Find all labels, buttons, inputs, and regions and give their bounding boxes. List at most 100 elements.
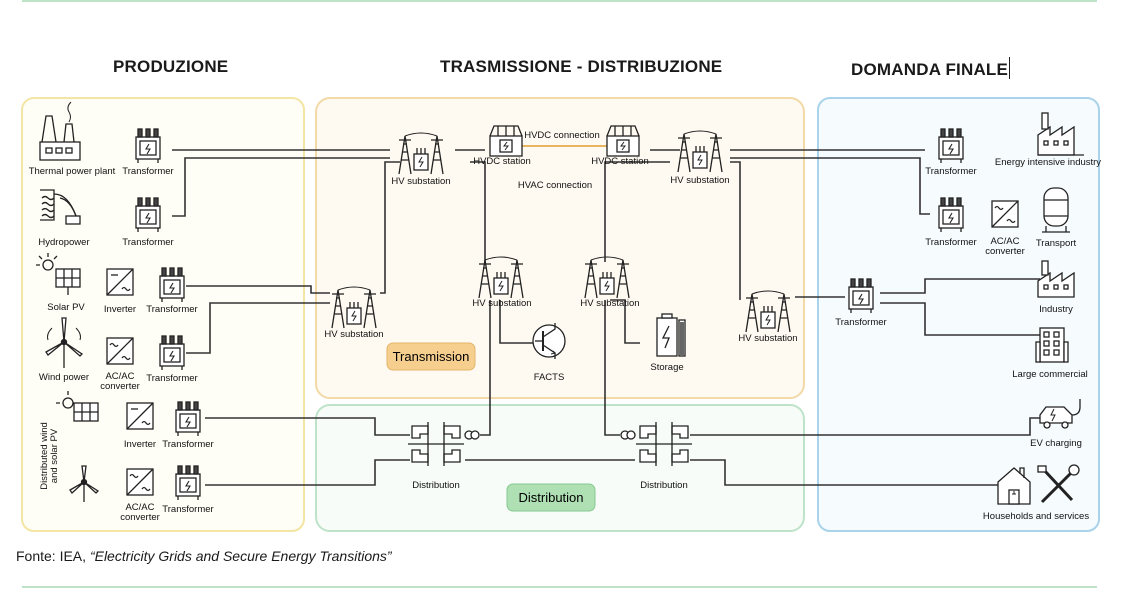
acac-converter-icon [991, 200, 1019, 228]
hv-substation-icon [584, 256, 630, 299]
line-wind-hv [186, 302, 330, 354]
header-demand-text: DOMANDA FINALE [851, 60, 1009, 79]
label-transformer-6: Transformer [162, 504, 213, 515]
label-hv-sub-5: HV substation [324, 329, 383, 340]
line-hvsub-dist-left [480, 300, 491, 436]
label-wind: Wind power [39, 372, 89, 383]
coil-icon [620, 430, 636, 440]
transformer-icon [848, 278, 874, 313]
label-acac-1a: AC/AC [105, 371, 134, 382]
label-distributed-b: and solar PV [49, 428, 60, 483]
line-hv-transport [730, 157, 930, 215]
label-transport: Transport [1036, 238, 1077, 249]
label-storage: Storage [650, 362, 683, 373]
hydropower-icon [40, 189, 81, 225]
text-cursor [1009, 57, 1011, 79]
label-households: Households and services [983, 511, 1089, 522]
label-transformer-8: Transformer [925, 237, 976, 248]
label-hydro: Hydropower [38, 237, 89, 248]
bottom-rule [22, 586, 1097, 588]
inverter-icon [126, 402, 154, 430]
inverter-icon [106, 268, 134, 296]
transformer-icon [159, 335, 185, 370]
label-inverter-1: Inverter [104, 304, 136, 315]
label-transformer-7: Transformer [925, 166, 976, 177]
line-dist-households [690, 459, 1000, 486]
transformer-icon [175, 465, 201, 500]
transformer-icon [938, 197, 964, 232]
label-hv-sub-1: HV substation [391, 176, 450, 187]
line-commercial [880, 302, 1040, 336]
distribution-icon [408, 422, 464, 466]
line-solar-hv [186, 285, 330, 294]
label-solar: Solar PV [47, 302, 85, 313]
hvdc-station-icon [489, 125, 523, 157]
transformer-icon [159, 267, 185, 302]
ev-charging-icon [1039, 399, 1081, 429]
label-distributed-a: Distributed wind [39, 422, 50, 490]
zone-demand [817, 97, 1100, 532]
label-hvdc-station-1: HVDC station [473, 156, 531, 167]
line-industry [880, 278, 1040, 294]
label-ev-charging: EV charging [1030, 438, 1082, 449]
label-transformer-1: Transformer [122, 166, 173, 177]
hv-substation-icon [331, 286, 377, 329]
label-acac-3b: converter [985, 246, 1025, 257]
label-hvac-connection: HVAC connection [518, 180, 592, 191]
power-plant-icon [39, 101, 81, 161]
connection-lines [172, 149, 1040, 486]
hv-substation-icon [677, 130, 723, 173]
line-dist-solar [205, 417, 410, 436]
hvdc-station-icon [606, 125, 640, 157]
label-acac-2b: converter [120, 512, 160, 523]
coil-icon [464, 430, 480, 440]
line-hvac-right [604, 161, 670, 262]
label-transformer-3: Transformer [146, 304, 197, 315]
line-hvsub-dist-right [604, 300, 620, 436]
zone-production [21, 97, 305, 532]
solar-panel-icon [56, 391, 99, 422]
hv-substation-icon [478, 256, 524, 299]
storage-battery-icon [656, 313, 686, 357]
label-hv-sub-3: HV substation [472, 298, 531, 309]
facts-icon [532, 323, 566, 359]
zone-distribution [315, 404, 805, 532]
header-transmission: TRASMISSIONE - DISTRIBUZIONE [440, 57, 723, 76]
header-production: PRODUZIONE [113, 57, 229, 76]
tools-icon [1037, 464, 1080, 504]
label-hvdc-connection: HVDC connection [524, 130, 600, 141]
wind-turbine-icon [69, 465, 100, 502]
label-transformer-5: Transformer [162, 439, 213, 450]
source-title: “Electricity Grids and Secure Energy Tra… [89, 548, 392, 564]
label-distribution-1: Distribution [412, 480, 460, 491]
transformer-icon [135, 197, 161, 232]
transformer-icon [938, 128, 964, 163]
label-transformer-2: Transformer [122, 237, 173, 248]
label-hv-sub-6: HV substation [738, 333, 797, 344]
top-rule [22, 0, 1097, 2]
icon-layer [36, 101, 1084, 505]
wind-turbine-icon [45, 317, 84, 368]
line-dist-ev [690, 417, 1040, 436]
header-demand: DOMANDA FINALE [851, 57, 1011, 80]
label-transformer-9: Transformer [835, 317, 886, 328]
label-acac-3a: AC/AC [990, 236, 1019, 247]
transformer-icon [135, 128, 161, 163]
source-note: Fonte: IEA, “Electricity Grids and Secur… [16, 548, 392, 564]
transformer-icon [175, 401, 201, 436]
label-large-commercial: Large commercial [1012, 369, 1088, 380]
labels: Thermal power plant Transformer Hydropow… [29, 130, 1102, 523]
label-energy-industry: Energy intensive industry [995, 157, 1101, 168]
transmission-pill-label: Transmission [393, 349, 470, 364]
label-distribution-2: Distribution [640, 480, 688, 491]
acac-converter-icon [106, 337, 134, 365]
label-transformer-4: Transformer [146, 373, 197, 384]
label-hv-sub-2: HV substation [670, 175, 729, 186]
hv-substation-icon [398, 132, 444, 175]
label-acac-1b: converter [100, 381, 140, 392]
house-icon [997, 467, 1031, 505]
label-industry: Industry [1039, 304, 1073, 315]
line-hvsub-upper [380, 161, 400, 294]
